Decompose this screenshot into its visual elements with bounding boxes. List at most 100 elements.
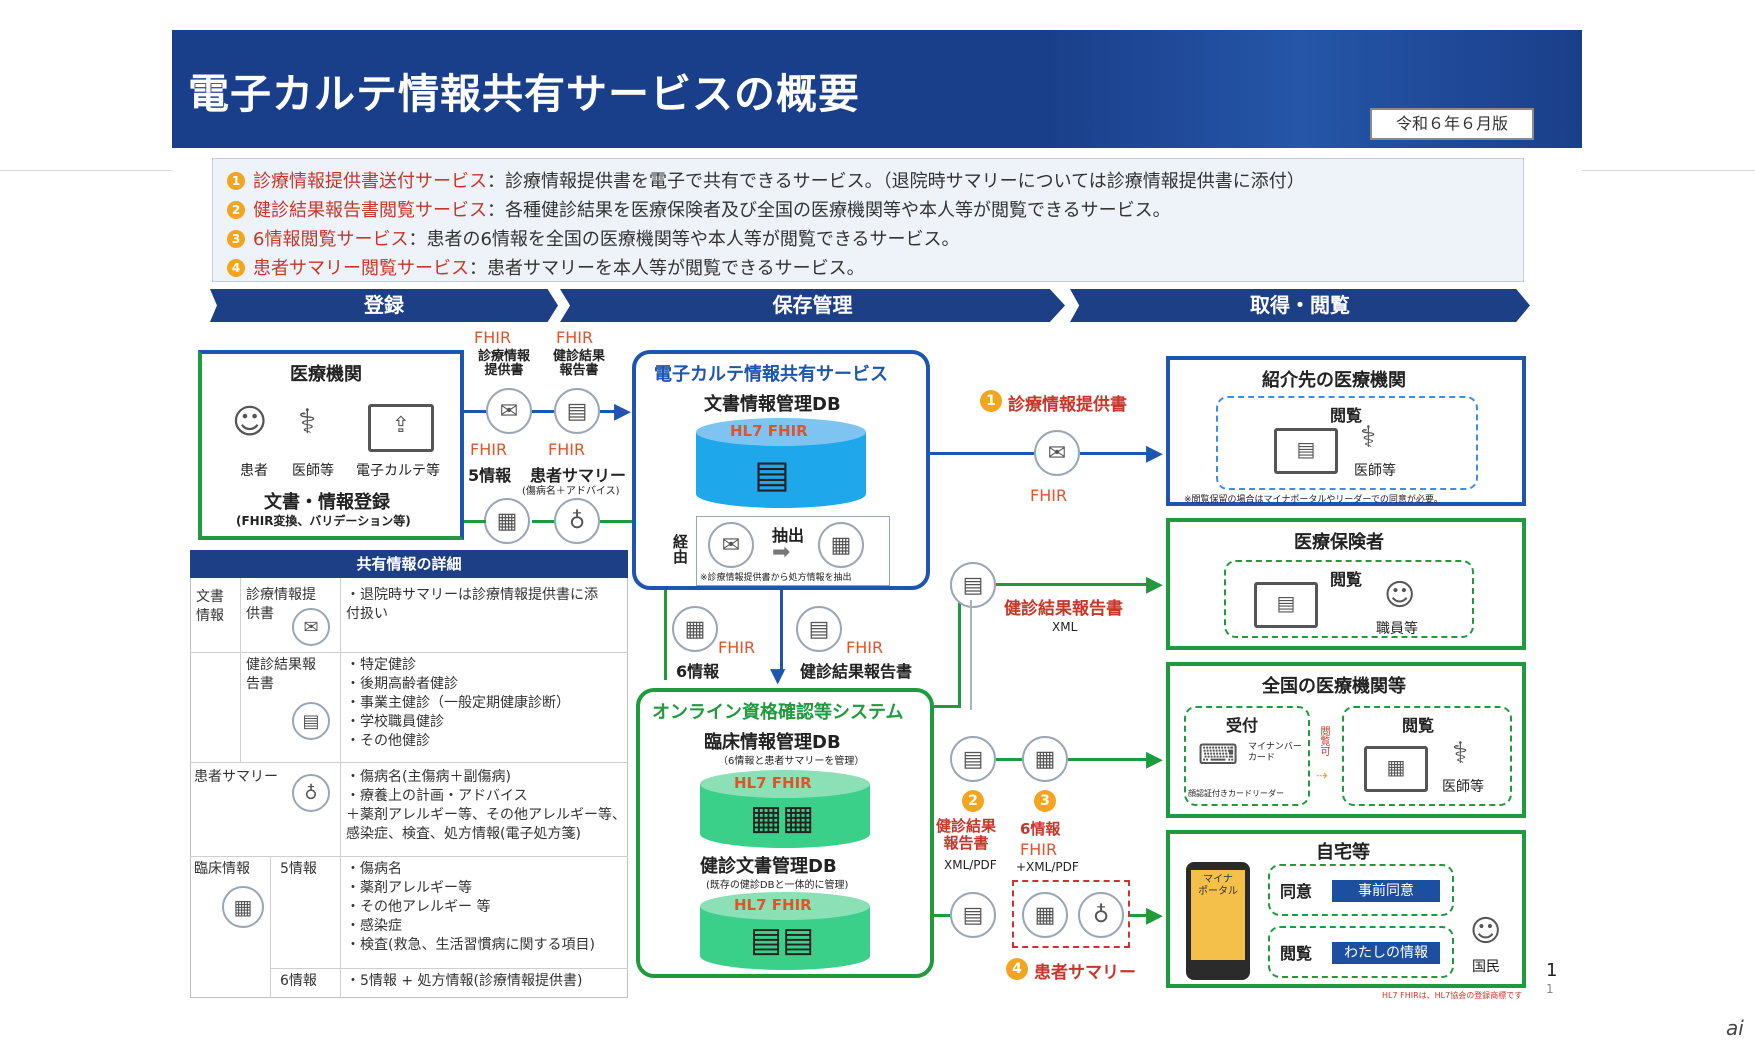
checkup-report-icon: ▤ — [554, 388, 600, 434]
national-view-label: 閲覧 — [1402, 716, 1435, 735]
reception-area — [1184, 706, 1310, 806]
home-view-label: 閲覧 — [1280, 944, 1313, 963]
reader-label: 顔認証付きカードリーダー — [1188, 789, 1284, 798]
my-info-button[interactable]: わたしの情報 — [1332, 942, 1440, 964]
consent-label: 同意 — [1280, 882, 1313, 901]
doc-db-title: 文書情報管理DB — [704, 394, 841, 415]
portal-label: マイナ ポータル — [1198, 874, 1238, 897]
checkup-db-sub: (既存の健診DBと一体的に管理) — [706, 880, 849, 891]
national-institutions-box: 全国の医療機関等 受付 ⌨ マイナンバー カード 顔認証付きカードリーダー 閲覧… — [1166, 662, 1526, 818]
ehr-label: 電子カルテ等 — [356, 463, 440, 479]
arrow-head-right: ▶ — [1146, 747, 1163, 772]
table-rule — [270, 856, 271, 998]
mid-info6-label: 6情報 — [676, 662, 720, 681]
arrow-head-right: ▶ — [1146, 903, 1163, 928]
via-label: 経由 — [671, 534, 689, 564]
doctor-icon: ⚕ — [1452, 736, 1469, 771]
reg-referral-label: 診療情報 提供書 — [478, 349, 531, 378]
doctor-icon: ⚕ — [1360, 420, 1377, 455]
insurer-view-area — [1224, 560, 1474, 638]
checkup-flow-label: 健診結果報告書 — [1004, 599, 1123, 619]
trademark-note: HL7 FHIRは、HL7協会の登録商標です — [1382, 991, 1523, 1000]
page-number: 1 — [1546, 960, 1558, 981]
connector — [930, 452, 1034, 455]
computer-icon: ▤ — [1274, 428, 1338, 474]
consent-note: ※閲覧保留の場合はマイナポータルやリーダーでの同意が必要。 — [1184, 495, 1443, 505]
table-row: ・5情報 + 処方情報(診療情報提供書) — [346, 973, 583, 989]
extract-arrow: ➡ — [772, 540, 791, 565]
table-row: ・傷病名(主傷病＋副傷病) ・療養上の計画・アドバイス ＋薬剤アレルギー等、その… — [346, 769, 626, 842]
ehr-sharing-service-box: 電子カルテ情報共有サービス 文書情報管理DB HL7 FHIR ▤ ✉ 抽出 ➡… — [632, 350, 930, 590]
summary-bundle — [1012, 880, 1130, 948]
pre-consent-button[interactable]: 事前同意 — [1332, 880, 1440, 902]
referral-flow-icon: ✉ — [1034, 430, 1080, 476]
corner-logo: ai — [1726, 1016, 1744, 1040]
arrow-head-down: ▼ — [770, 663, 786, 687]
xml-pdf-label: XML/PDF — [944, 858, 997, 872]
insurer-box: 医療保険者 閲覧 ▤ ☺ 職員等 — [1166, 518, 1526, 650]
hl7-fhir-tag: HL7 FHIR — [734, 896, 812, 914]
table-row: ・特定健診 ・後期高齢者健診 ・事業主健診（一般定期健康診断） ・学校職員健診 … — [346, 657, 570, 749]
reports-icon: ▤▤ — [750, 920, 815, 960]
connector — [996, 583, 1156, 586]
staff-label: 職員等 — [1376, 621, 1418, 637]
page-rule-left — [0, 170, 172, 171]
arrow-head-right: ▶ — [614, 399, 631, 424]
table-row: 診療情報提 供書 — [246, 587, 316, 622]
hl7-fhir-tag: HL7 FHIR — [734, 774, 812, 792]
fhir-tag-referral-flow: FHIR — [1030, 486, 1068, 505]
clinical-table-icon: ▦ — [222, 886, 264, 928]
table-rule — [240, 578, 241, 762]
page-title: 電子カルテ情報共有サービスの概要 — [188, 70, 860, 118]
connector — [934, 705, 960, 708]
table-rule — [240, 652, 628, 653]
doctor-label: 医師等 — [1354, 463, 1396, 479]
my-info-area — [1268, 926, 1454, 978]
xml-pdf2-label: +XML/PDF — [1016, 860, 1079, 874]
doc-db-cylinder: HL7 FHIR ▤ — [696, 418, 866, 508]
computer-icon: ▤ — [1254, 582, 1318, 628]
clinical-db-cylinder: HL7 FHIR ▦▦ — [700, 770, 870, 848]
details-table — [190, 550, 628, 998]
smartphone-icon: マイナ ポータル — [1186, 862, 1250, 980]
checkup-flow-icon: ▤ — [950, 562, 996, 608]
mid-checkup-label: 健診結果報告書 — [800, 662, 913, 681]
fhir-tag-referral: FHIR — [474, 328, 512, 347]
table-row: 文書 情報 — [196, 589, 224, 624]
patient-icon: ☺ — [232, 402, 268, 442]
badge-1: 1 — [980, 390, 1002, 412]
fhir-tag-mid-checkup: FHIR — [846, 638, 884, 657]
table-row: 6情報 — [280, 973, 317, 989]
connector — [464, 410, 486, 413]
computer-icon: ▦ — [1364, 746, 1428, 792]
connector — [996, 758, 1022, 761]
home-box: 自宅等 マイナ ポータル 同意 事前同意 閲覧 わたしの情報 ☺ 国民 — [1166, 830, 1526, 988]
connector — [934, 914, 950, 917]
referral-inst-title: 紹介先の医療機関 — [1262, 370, 1406, 391]
register-title: 文書・情報登録 — [264, 492, 390, 513]
referral-letter-icon: ✉ — [486, 388, 532, 434]
national-view-area — [1342, 706, 1512, 806]
connector — [600, 410, 626, 413]
medical-institution-title: 医療機関 — [290, 364, 362, 385]
table-row: ・退院時サマリーは診療情報提供書に添 付扱い — [346, 587, 598, 622]
details-table-header: 共有情報の詳細 — [190, 550, 628, 578]
table-rule — [340, 578, 341, 998]
hl7-fhir-tag: HL7 FHIR — [730, 422, 808, 440]
table-rule — [190, 762, 628, 763]
reg-summary-label: 患者サマリー — [530, 466, 627, 485]
table-rule — [270, 968, 628, 969]
page-number-small: 1 — [1546, 982, 1554, 996]
table-row: 5情報 — [280, 861, 317, 877]
stethoscope-icon: ♁ — [554, 498, 600, 544]
home-title: 自宅等 — [1316, 842, 1370, 863]
info6-table-icon: ▦ — [672, 606, 718, 652]
fhir-tag-info5: FHIR — [470, 440, 508, 459]
consent-area — [1268, 864, 1454, 916]
checkup-view-label: 健診結果 報告書 — [936, 817, 997, 852]
extract-letter-icon: ✉ — [708, 522, 754, 568]
viewable-label: 閲覧可 — [1318, 726, 1329, 756]
